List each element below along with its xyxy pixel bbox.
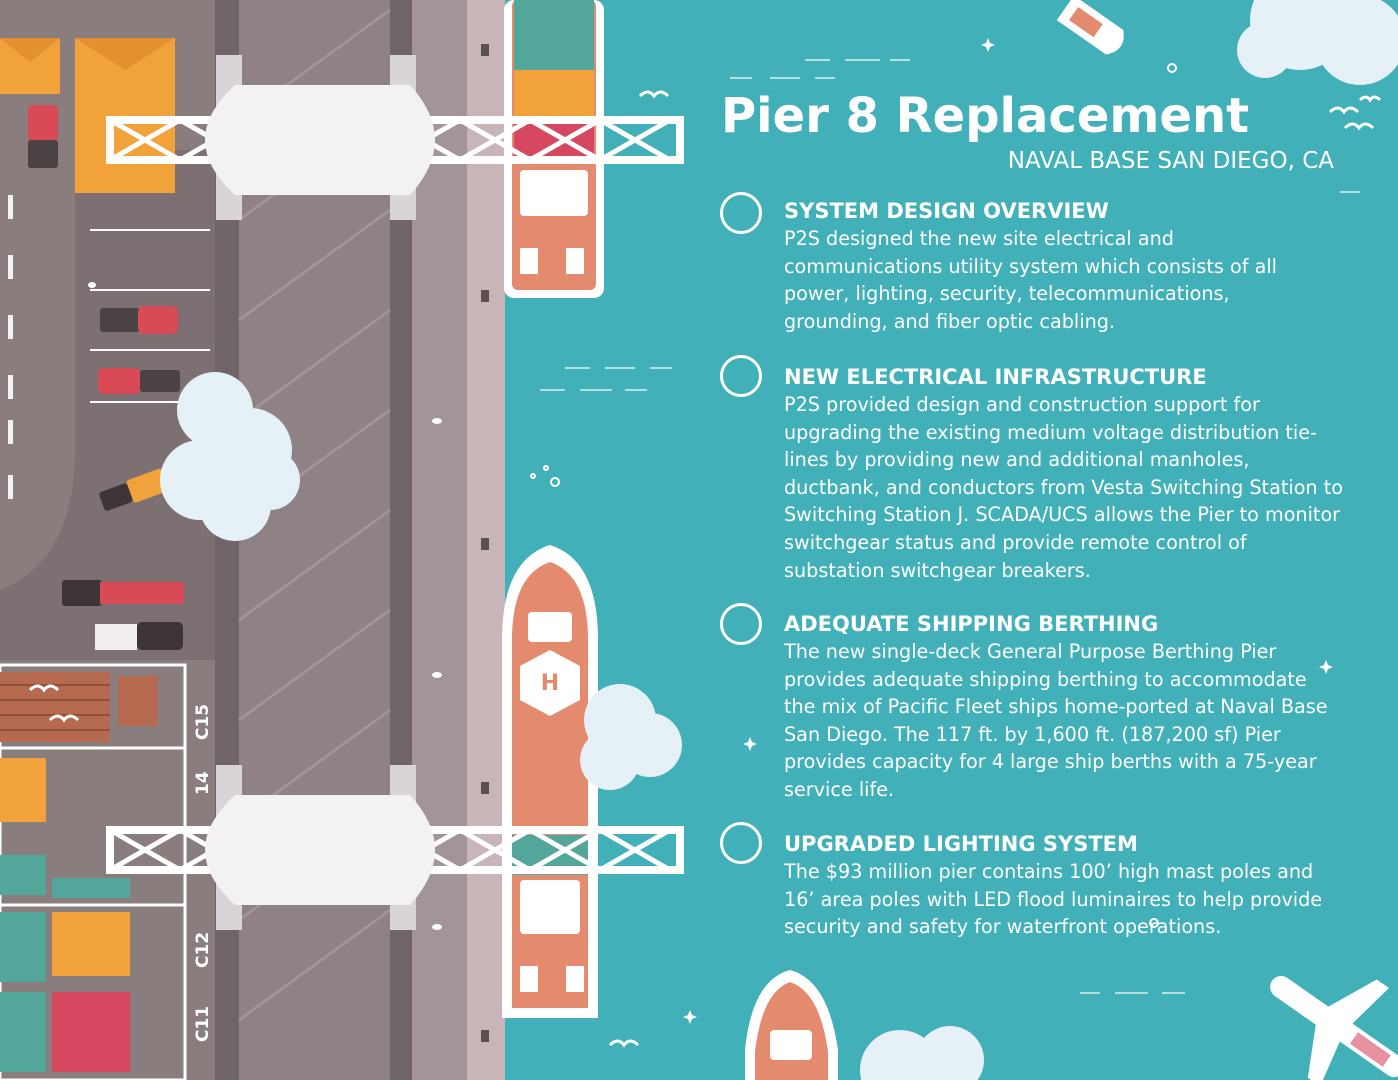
airplane <box>1270 975 1398 1080</box>
ship-marking: H <box>541 671 559 696</box>
page-subtitle: NAVAL BASE SAN DIEGO, CA <box>1007 148 1334 174</box>
port-illustration: C15 14 C12 C11 <box>0 0 520 1080</box>
small-boat <box>1056 0 1124 55</box>
section-bullet-icon <box>720 822 762 864</box>
section-bullet-icon <box>720 355 762 397</box>
section-body: The new single-deck General Purpose Bert… <box>784 640 1328 801</box>
cloud <box>860 1026 984 1080</box>
car-red-2 <box>98 368 180 394</box>
berth-label-c12: C12 <box>193 932 213 968</box>
car-red-1 <box>100 306 178 334</box>
section-body: P2S designed the new site electrical and… <box>784 227 1278 333</box>
section-lighting-system: UPGRADED LIGHTING SYSTEM The $93 million… <box>784 831 1344 941</box>
page-title: Pier 8 Replacement <box>721 88 1250 144</box>
truck-red-long <box>62 580 184 606</box>
section-bullet-icon <box>720 192 762 234</box>
section-electrical-infrastructure: NEW ELECTRICAL INFRASTRUCTURE P2S provid… <box>784 364 1344 584</box>
section-shipping-berthing: ADEQUATE SHIPPING BERTHING The new singl… <box>784 611 1344 804</box>
berth-label-c11: C11 <box>193 1006 213 1042</box>
cloud <box>160 372 300 541</box>
section-heading: ADEQUATE SHIPPING BERTHING <box>784 612 1159 636</box>
section-bullet-icon <box>720 603 762 645</box>
cloud <box>1237 0 1398 85</box>
section-system-design: SYSTEM DESIGN OVERVIEW P2S designed the … <box>784 198 1344 335</box>
berth-label-c15: C15 <box>193 704 213 740</box>
ship-bottom <box>745 970 838 1080</box>
truck-orange <box>99 468 169 511</box>
cloud <box>580 684 682 790</box>
truck-white <box>95 622 183 650</box>
section-heading: SYSTEM DESIGN OVERVIEW <box>784 199 1109 223</box>
section-body: The $93 million pier contains 100’ high … <box>784 860 1323 939</box>
section-body: P2S provided design and construction sup… <box>784 393 1343 582</box>
truck-red-top <box>28 105 58 168</box>
berth-label-c14: 14 <box>193 771 213 795</box>
section-heading: UPGRADED LIGHTING SYSTEM <box>784 832 1138 856</box>
section-heading: NEW ELECTRICAL INFRASTRUCTURE <box>784 365 1207 389</box>
